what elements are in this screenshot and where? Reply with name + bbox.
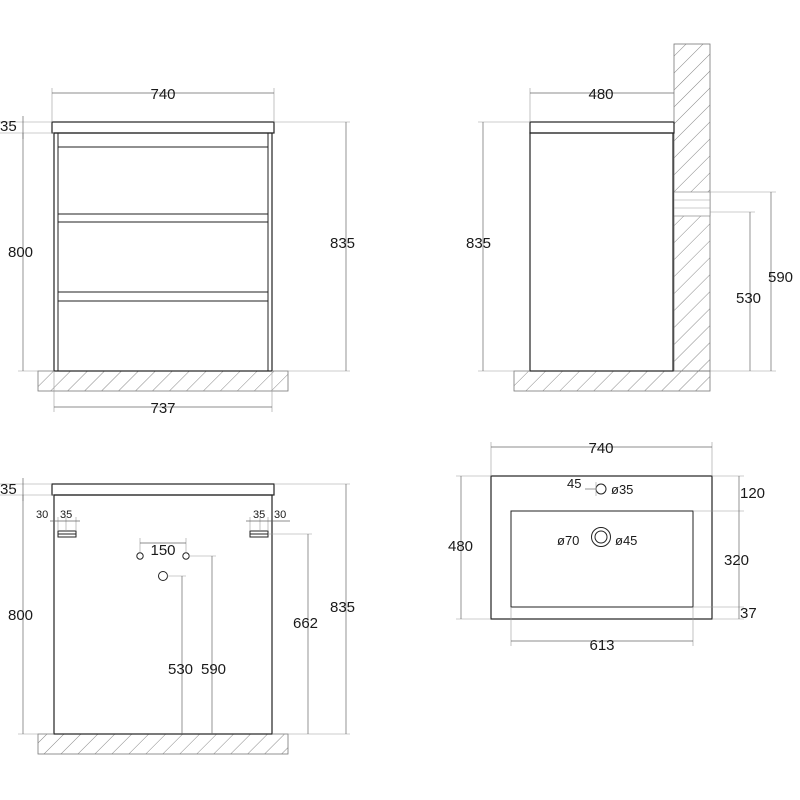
front-total-height-label: 835 <box>330 235 355 252</box>
side-view: 480 835 590 530 <box>466 43 793 392</box>
front-divider-2 <box>57 291 269 302</box>
back-supply-pipe-left <box>136 552 144 560</box>
back-bracket-right-offset-label: 30 <box>274 509 286 521</box>
front-body-height-label: 800 <box>8 244 33 261</box>
side-wall-pipe-cutout <box>673 191 711 217</box>
side-countertop <box>529 121 675 134</box>
front-view: 740 35 800 835 737 <box>0 86 355 417</box>
top-drain-inner <box>594 530 608 544</box>
top-drain-outer <box>591 527 611 547</box>
front-width-label: 740 <box>150 86 175 103</box>
side-floor-hatch <box>513 370 711 392</box>
back-cabinet-body <box>53 494 273 735</box>
top-bowl-width-label: 613 <box>589 637 614 654</box>
back-drain-pipe <box>158 571 168 581</box>
back-supply-pipe-right <box>182 552 190 560</box>
back-view: 30 35 35 30 150 530 590 35 800 <box>0 478 355 755</box>
back-body-height-label: 800 <box>8 607 33 624</box>
top-tap-offset-label: 45 <box>567 476 581 491</box>
back-supply-height-label: 590 <box>201 661 226 678</box>
side-upper-pipe-label: 590 <box>768 269 793 286</box>
side-cabinet-body <box>529 132 674 372</box>
back-drain-height-label: 530 <box>168 661 193 678</box>
top-bowl-outline <box>510 510 694 608</box>
side-depth-label: 480 <box>588 86 613 103</box>
back-countertop <box>51 483 275 496</box>
top-rear-margin-label: 120 <box>740 485 765 502</box>
top-drain-inner-label: ø45 <box>615 533 637 548</box>
front-countertop <box>51 121 275 134</box>
back-total-height-label: 835 <box>330 599 355 616</box>
top-front-margin-label: 37 <box>740 605 757 622</box>
front-top-rail <box>57 132 269 148</box>
side-total-height-label: 835 <box>466 235 491 252</box>
top-tap-hole <box>595 483 607 495</box>
top-drain-outer-label: ø70 <box>557 533 579 548</box>
back-bracket-left-width-label: 35 <box>60 509 72 521</box>
front-drawer-1 <box>57 146 269 215</box>
top-tap-diameter-label: ø35 <box>611 482 633 497</box>
front-divider-1 <box>57 213 269 223</box>
front-cabinet-body <box>53 132 273 372</box>
back-pipe-spacing-label: 150 <box>150 542 175 559</box>
back-bracket-height-label: 662 <box>293 615 318 632</box>
top-view: 740 480 45 ø35 ø70 ø45 120 320 37 613 <box>448 440 765 654</box>
top-width-label: 740 <box>588 440 613 457</box>
front-floor-hatch <box>37 370 289 392</box>
top-depth-label: 480 <box>448 538 473 555</box>
top-counter-outline <box>490 475 713 620</box>
top-bowl-depth-label: 320 <box>724 552 749 569</box>
side-lower-pipe-label: 530 <box>736 290 761 307</box>
back-bracket-right-width-label: 35 <box>253 509 265 521</box>
back-top-thickness-label: 35 <box>0 481 17 498</box>
front-bottom-width-label: 737 <box>150 400 175 417</box>
back-floor-hatch <box>37 733 289 755</box>
front-top-thickness-label: 35 <box>0 118 17 135</box>
back-bracket-left-offset-label: 30 <box>36 509 48 521</box>
front-drawer-3 <box>57 300 269 372</box>
front-drawer-2 <box>57 221 269 293</box>
